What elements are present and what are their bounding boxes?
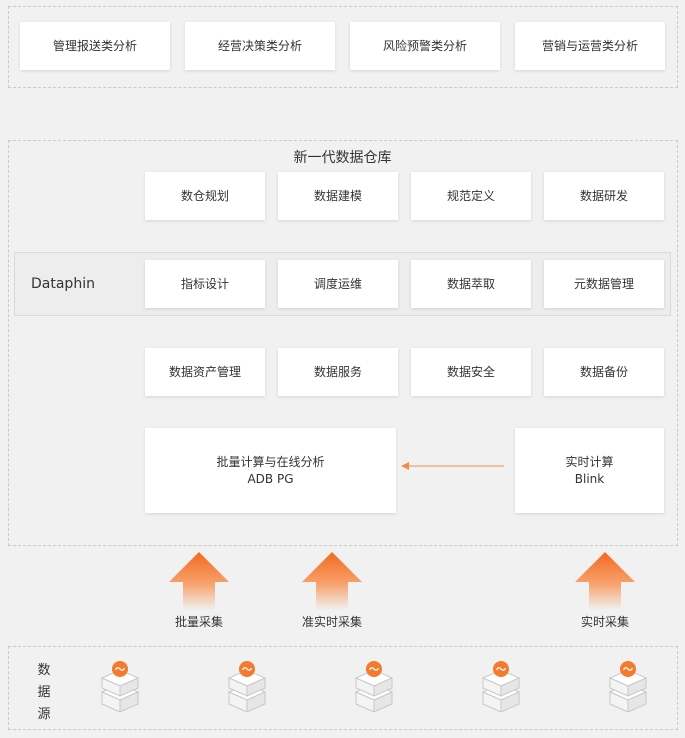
batch-compute-engine: ADB PG [247, 471, 294, 486]
realtime-compute-engine: Blink [574, 471, 605, 486]
box-data-extraction: 数据萃取 [411, 260, 531, 308]
warehouse-title: 新一代数据仓库 [293, 150, 392, 166]
realtime-collect-arrow-icon [575, 552, 635, 610]
analysis-region [8, 6, 678, 88]
box-metadata-management: 元数据管理 [544, 260, 664, 308]
realtime-to-batch-arrow [401, 462, 504, 470]
realtime-collect-label: 实时采集 [580, 615, 629, 629]
box-batch-compute: 批量计算与在线分析 ADB PG [145, 428, 396, 513]
near-realtime-collect-label: 准实时采集 [301, 615, 362, 629]
box-data-asset-management: 数据资产管理 [145, 348, 265, 396]
database-stack-icon [354, 661, 394, 712]
warehouse-region [8, 140, 678, 546]
realtime-compute-title: 实时计算 [565, 454, 614, 469]
data-source-region [8, 646, 678, 730]
box-data-backup: 数据备份 [544, 348, 664, 396]
batch-collect-arrow-icon [169, 552, 229, 610]
database-stack-icon [227, 661, 267, 712]
database-stack-icon [100, 661, 140, 712]
analysis-box-marketing-operation: 营销与运营类分析 [515, 22, 665, 70]
dataphin-label: Dataphin [31, 276, 95, 292]
box-data-security: 数据安全 [411, 348, 531, 396]
box-data-development: 数据研发 [544, 172, 664, 220]
analysis-box-risk-warning: 风险预警类分析 [350, 22, 500, 70]
data-source-label-char: 源 [37, 707, 51, 722]
box-standard-definition: 规范定义 [411, 172, 531, 220]
data-source-label: 数 据 源 [36, 660, 52, 726]
box-data-service: 数据服务 [278, 348, 398, 396]
box-warehouse-planning: 数仓规划 [145, 172, 265, 220]
near-realtime-collect-arrow-icon [302, 552, 362, 610]
batch-collect-label: 批量采集 [174, 615, 223, 629]
box-data-modeling: 数据建模 [278, 172, 398, 220]
analysis-box-management-reporting: 管理报送类分析 [20, 22, 170, 70]
analysis-box-business-decision: 经营决策类分析 [185, 22, 335, 70]
batch-compute-title: 批量计算与在线分析 [216, 454, 325, 469]
box-realtime-compute: 实时计算 Blink [515, 428, 664, 513]
box-scheduling-ops: 调度运维 [278, 260, 398, 308]
database-stack-icon [608, 661, 648, 712]
box-metric-design: 指标设计 [145, 260, 265, 308]
data-source-label-char: 数 [37, 663, 51, 678]
database-stack-icon [481, 661, 521, 712]
data-source-label-char: 据 [37, 685, 51, 700]
